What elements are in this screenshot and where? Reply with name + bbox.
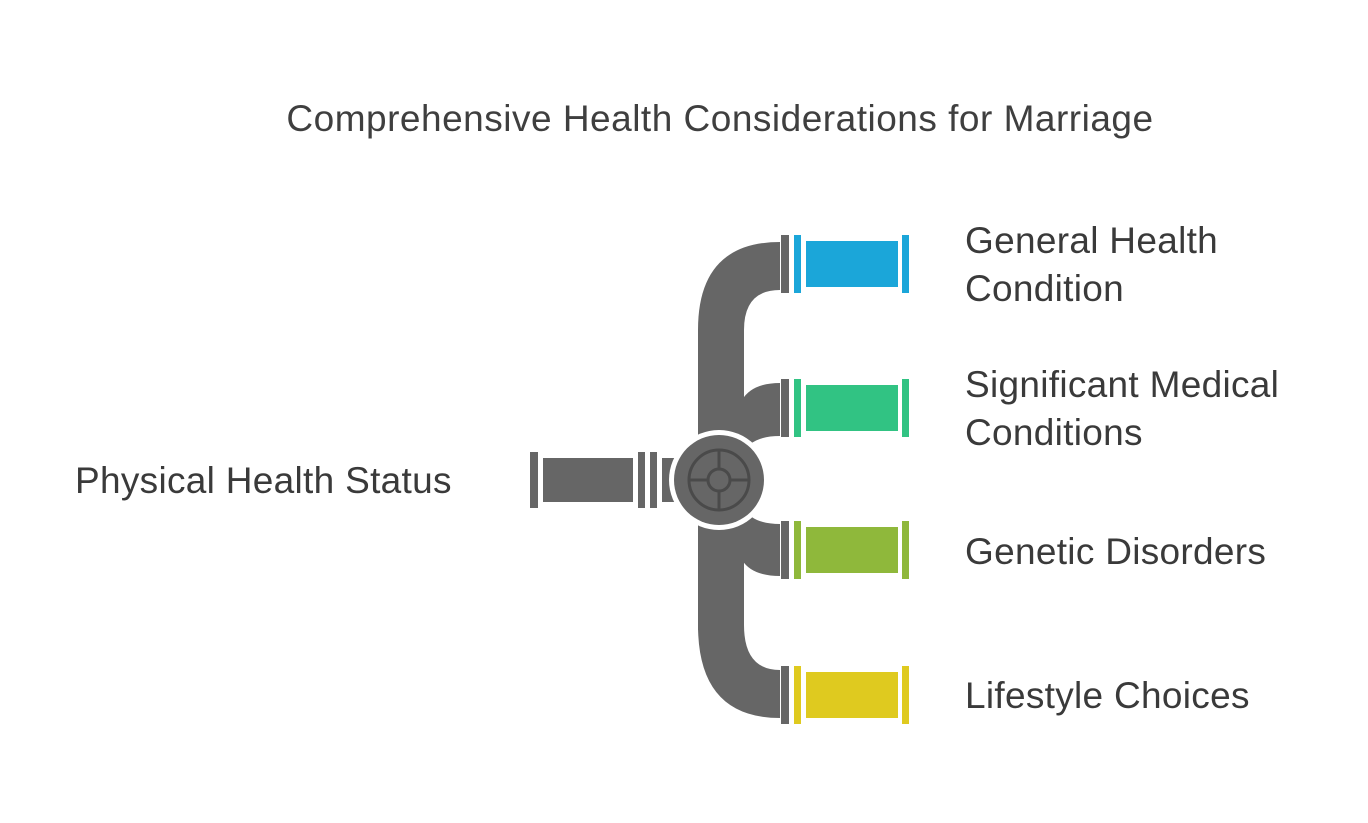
- source-label: Physical Health Status: [75, 460, 452, 501]
- branch-label-genetic-disorders: Genetic Disorders: [965, 528, 1266, 576]
- branch-outlet-3: [781, 521, 909, 579]
- diagram-title: Comprehensive Health Considerations for …: [286, 98, 1154, 139]
- branch-outlet-1: [781, 235, 909, 293]
- branch-label-lifestyle-choices: Lifestyle Choices: [965, 672, 1250, 720]
- branch-outlet-2: [781, 379, 909, 437]
- valve-hub-icon: [669, 430, 769, 530]
- branch-label-line: Conditions: [965, 412, 1143, 453]
- branch-label-line: General Health: [965, 220, 1219, 261]
- branch-label-medical-conditions: Significant Medical Conditions: [965, 361, 1279, 457]
- branch-label-general-health: General Health Condition: [965, 217, 1218, 313]
- branch-label-line: Lifestyle Choices: [965, 675, 1250, 716]
- branch-label-line: Condition: [965, 268, 1125, 309]
- inlet-pipe: [530, 452, 678, 508]
- branch-label-line: Significant Medical: [965, 364, 1280, 405]
- branch-outlet-4: [781, 666, 909, 724]
- branch-label-line: Genetic Disorders: [965, 531, 1267, 572]
